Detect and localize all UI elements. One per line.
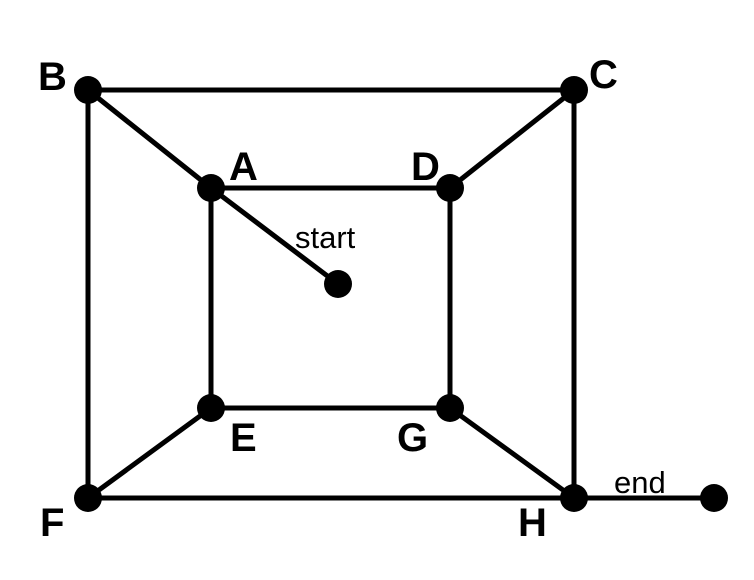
vertex-a <box>197 174 225 202</box>
vertex-label-a: A <box>229 145 258 189</box>
vertex-label-d: D <box>411 145 440 189</box>
edges-layer <box>85 87 717 501</box>
start-label: start <box>295 220 356 255</box>
vertex-e <box>197 394 225 422</box>
vertex-label-b: B <box>38 55 67 99</box>
edge-a-start <box>208 185 341 287</box>
edge-h-g <box>447 405 577 501</box>
vertex-b <box>74 76 102 104</box>
vertex-start <box>324 270 352 298</box>
vertex-c <box>560 76 588 104</box>
vertex-h <box>560 484 588 512</box>
vertex-label-e: E <box>230 416 257 460</box>
vertex-label-h: H <box>518 501 547 545</box>
nodes-layer <box>74 76 728 512</box>
edge-b-a <box>85 87 214 191</box>
vertex-label-f: F <box>40 501 64 545</box>
vertex-d <box>436 174 464 202</box>
vertex-label-g: G <box>397 416 428 460</box>
vertex-label-c: C <box>589 53 618 97</box>
edge-c-d <box>447 87 577 191</box>
vertex-f <box>74 484 102 512</box>
vertex-g <box>436 394 464 422</box>
end-label: end <box>614 465 666 500</box>
labels-layer: B C A D E G F H start end <box>38 53 666 545</box>
vertex-end <box>700 484 728 512</box>
edge-f-e <box>85 405 214 501</box>
